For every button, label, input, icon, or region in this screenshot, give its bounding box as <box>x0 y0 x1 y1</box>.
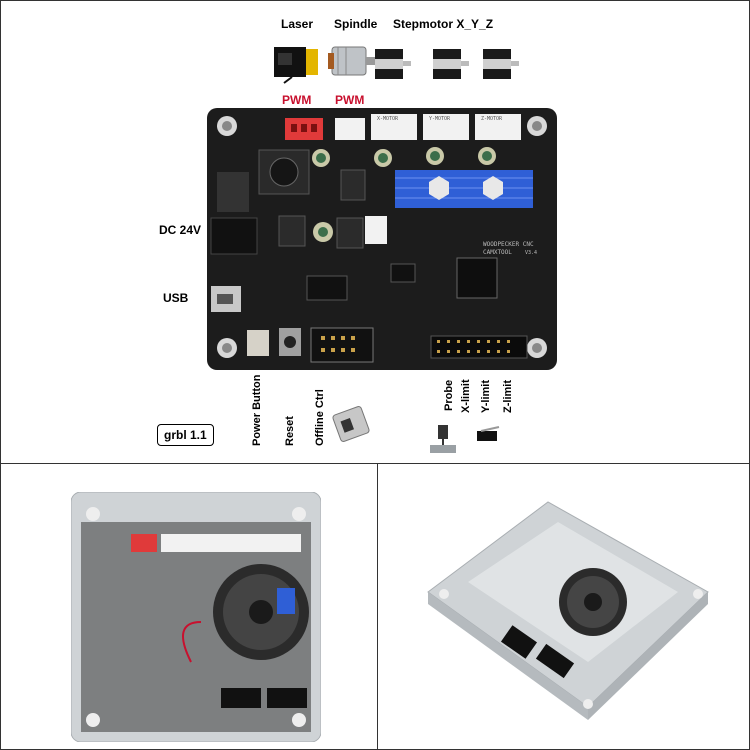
enclosed-board-top-view <box>71 492 321 742</box>
y-motor-text: Y-MOTOR <box>429 116 451 122</box>
probe-label: Probe <box>443 379 455 411</box>
spindle-label: Spindle <box>334 17 378 31</box>
offline-controller-icon <box>332 406 370 442</box>
offline-ctrl-label: Offline Ctrl <box>314 389 326 446</box>
bottom-right-panel <box>377 463 750 750</box>
stepper-motor-y-icon <box>433 49 469 79</box>
laser-label: Laser <box>281 17 314 31</box>
laser-module-icon <box>274 47 318 84</box>
limit-switch-icon <box>477 426 500 441</box>
pwm-spindle-label: PWM <box>335 93 365 107</box>
y-limit-label: Y-limit <box>480 379 492 413</box>
spindle-motor-icon <box>328 46 378 76</box>
x-limit-label: X-limit <box>460 379 472 413</box>
dc-24v-label: DC 24V <box>159 223 202 237</box>
probe-icon <box>430 425 456 453</box>
enclosed-board-angled-view <box>427 501 709 720</box>
brand-text: WOODPECKER CNC <box>483 241 534 248</box>
stepmotor-label: Stepmotor X_Y_Z <box>393 17 494 31</box>
reset-label: Reset <box>284 416 296 446</box>
model-text: CAMXTOOL <box>483 249 512 256</box>
x-motor-text: X-MOTOR <box>377 116 399 122</box>
power-button-label: Power Button <box>251 374 263 447</box>
stepper-motor-x-icon <box>375 49 411 79</box>
version-text: V3.4 <box>525 250 537 256</box>
grbl-version-badge: grbl 1.1 <box>157 424 214 446</box>
z-limit-label: Z-limit <box>502 380 514 413</box>
bottom-left-panel <box>0 463 378 750</box>
pwm-laser-label: PWM <box>282 93 312 107</box>
usb-label: USB <box>163 291 189 305</box>
z-motor-text: Z-MOTOR <box>481 116 503 122</box>
top-panel: Laser Spindle Stepmotor X_Y_Z PWM PWM DC… <box>0 0 750 464</box>
stepper-motor-z-icon <box>483 49 519 79</box>
controller-board: WOODPECKER CNC CAMXTOOL V3.4 X-MOTOR Y-M… <box>207 108 557 370</box>
